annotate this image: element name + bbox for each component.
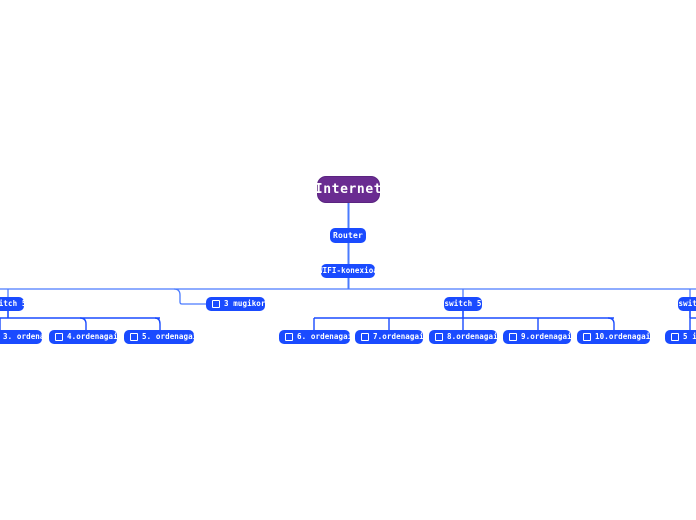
checkbox-icon[interactable]: [435, 333, 443, 341]
node-pc-8[interactable]: 8.ordenagailua: [429, 330, 512, 344]
node-pc-3-label: 3. ordenagailua: [3, 332, 73, 342]
node-switch-mid[interactable]: switch 5: [444, 297, 482, 311]
checkbox-icon[interactable]: [361, 333, 369, 341]
node-printers[interactable]: 5 inprimagailu: [665, 330, 696, 344]
node-wifi-konexioa[interactable]: WIFI-konexioa: [318, 264, 378, 278]
checkbox-icon[interactable]: [55, 333, 63, 341]
node-switch-mid-label: switch 5: [444, 299, 482, 309]
node-pc-3[interactable]: 3. ordenagailua: [0, 330, 72, 344]
edge-bus-to-mugikorrak: [173, 288, 206, 305]
node-pc-7-label: 7.ordenagailua: [373, 332, 438, 342]
node-pc-9-label: 9.ordenagailua: [521, 332, 586, 342]
checkbox-icon[interactable]: [130, 333, 138, 341]
checkbox-icon[interactable]: [583, 333, 591, 341]
node-internet[interactable]: Internet: [314, 176, 383, 203]
node-mugikorrak[interactable]: 3 mugikorrak: [206, 297, 279, 311]
node-pc-6[interactable]: 6. ordenagailua: [279, 330, 366, 344]
edge-to-pc4: [79, 317, 87, 330]
node-router[interactable]: Router: [330, 228, 366, 243]
node-pc-4[interactable]: 4.ordenagailua: [49, 330, 132, 344]
node-pc-10-label: 10.ordenagailua: [595, 332, 665, 342]
node-pc-5-label: 5. ordenagailua: [142, 332, 212, 342]
node-internet-label: Internet: [314, 182, 383, 197]
edge-to-pc10: [607, 317, 615, 330]
node-switch-left-label: switch 5: [0, 299, 27, 309]
node-pc-7[interactable]: 7.ordenagailua: [355, 330, 438, 344]
node-pc-6-label: 6. ordenagailua: [297, 332, 367, 342]
node-pc-8-label: 8.ordenagailua: [447, 332, 512, 342]
checkbox-icon[interactable]: [212, 300, 220, 308]
edge-to-pc5: [154, 317, 161, 330]
node-pc-5[interactable]: 5. ordenagailua: [124, 330, 211, 344]
node-pc-10[interactable]: 10.ordenagailua: [577, 330, 664, 344]
node-switch-right-label: switch 5: [678, 299, 696, 309]
node-pc-9[interactable]: 9.ordenagailua: [503, 330, 586, 344]
node-mugikorrak-label: 3 mugikorrak: [224, 299, 280, 309]
checkbox-icon[interactable]: [671, 333, 679, 341]
node-router-label: Router: [332, 230, 364, 240]
node-printers-label: 5 inprimagailu: [683, 332, 696, 342]
node-switch-right[interactable]: switch 5: [678, 297, 696, 311]
checkbox-icon[interactable]: [509, 333, 517, 341]
node-pc-4-label: 4.ordenagailua: [67, 332, 132, 342]
node-wifi-konexioa-label: WIFI-konexioa: [318, 266, 378, 276]
node-switch-left[interactable]: switch 5: [0, 297, 27, 311]
checkbox-icon[interactable]: [285, 333, 293, 341]
